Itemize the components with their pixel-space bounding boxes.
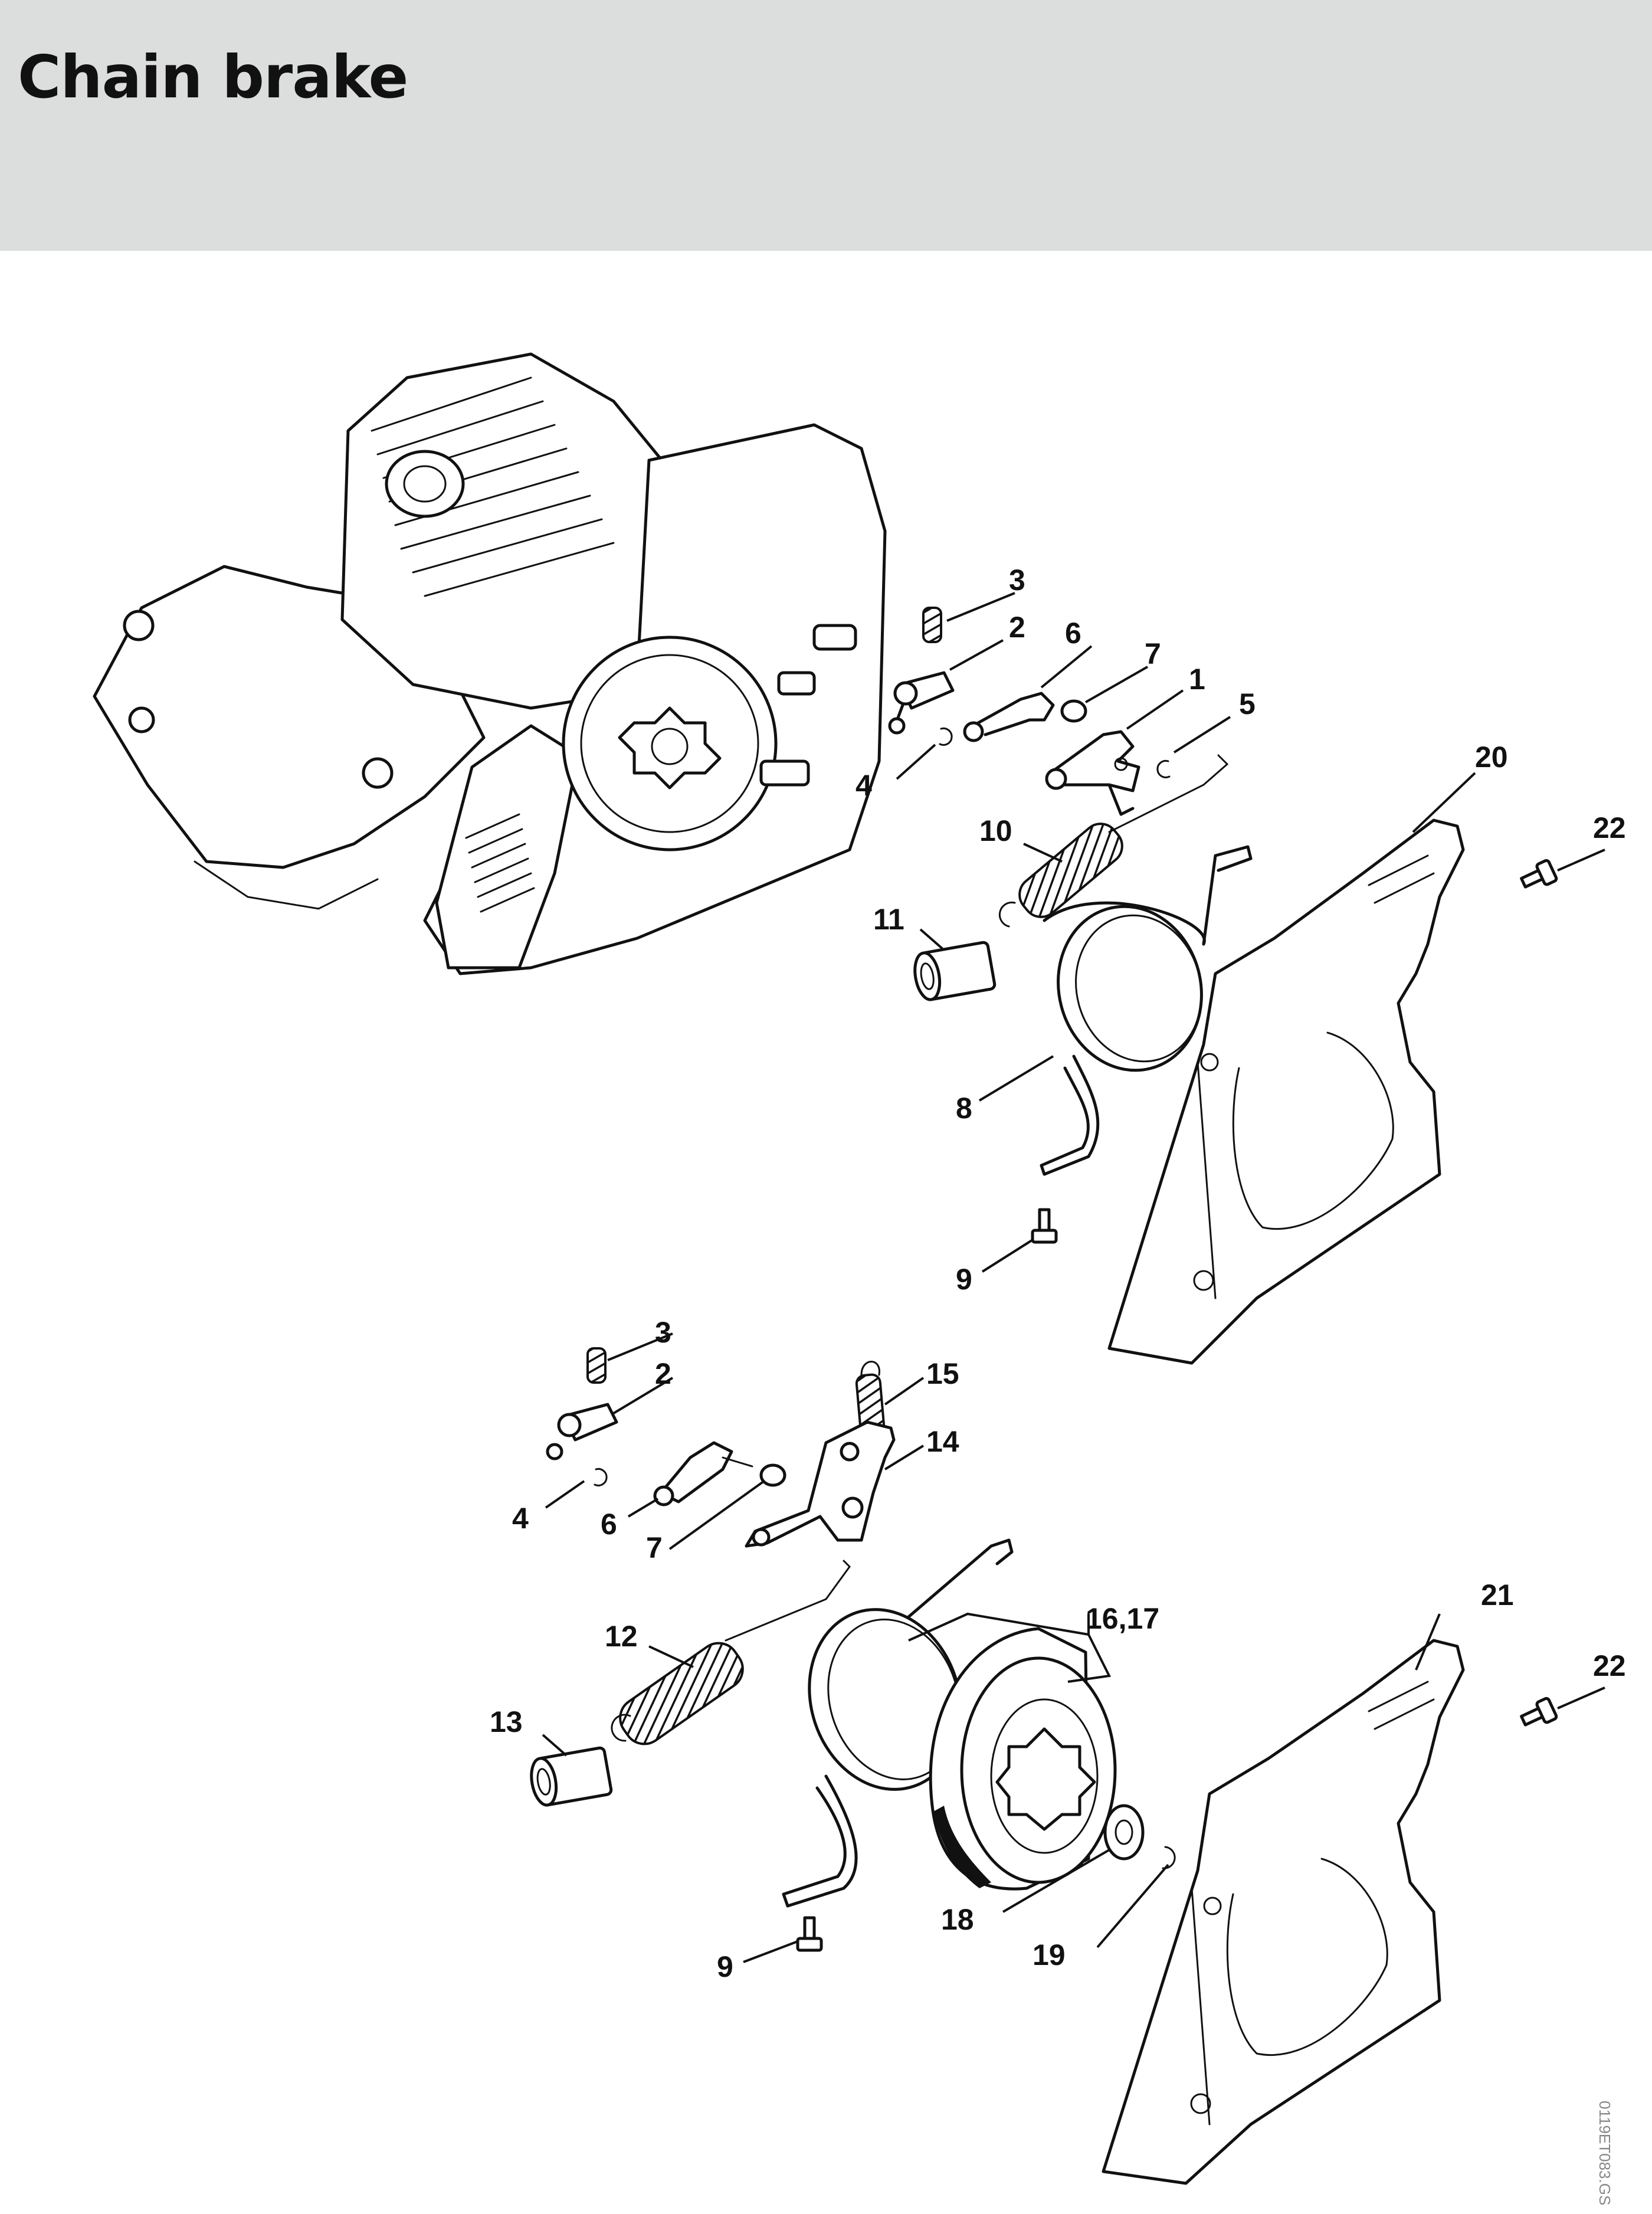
callout-label: 19 <box>1032 1938 1066 1971</box>
callout-labels-bottom: 3 2 15 14 4 6 7 16,17 21 22 12 13 18 19 … <box>490 1316 1626 1983</box>
leader-lines <box>542 592 1605 1963</box>
callout-label: 15 <box>926 1357 959 1390</box>
callout-label: 21 <box>1481 1578 1514 1612</box>
engine-housing-illustration <box>93 352 887 975</box>
page-title: Chain brake <box>18 42 408 112</box>
callout-label: 16,17 <box>1086 1602 1159 1635</box>
callout-label: 1 <box>1189 663 1205 696</box>
callout-label: 11 <box>873 903 904 936</box>
callout-label: 10 <box>979 814 1012 847</box>
callout-label: 14 <box>926 1425 959 1458</box>
callout-label: 9 <box>717 1950 733 1983</box>
callout-label: 20 <box>1475 741 1508 774</box>
callout-label: 2 <box>1009 611 1025 644</box>
callout-label: 7 <box>1145 637 1161 670</box>
callout-label: 4 <box>512 1502 529 1535</box>
callout-label: 4 <box>856 769 872 802</box>
callout-label: 5 <box>1239 687 1256 720</box>
screw-icon <box>1520 859 1558 889</box>
top-chain-brake-parts <box>888 607 1558 1365</box>
figure-code: 0119ET083.GS <box>1596 2101 1614 2206</box>
callout-label: 3 <box>655 1316 671 1349</box>
callout-label: 18 <box>941 1903 974 1936</box>
callout-label: 6 <box>1065 617 1081 650</box>
callout-label: 22 <box>1593 1649 1626 1682</box>
callout-label: 9 <box>956 1263 972 1296</box>
callout-label: 22 <box>1593 811 1626 844</box>
callout-label: 13 <box>490 1705 523 1738</box>
callout-label: 6 <box>601 1508 617 1541</box>
callout-labels-top: 3 2 6 7 1 5 4 20 22 10 11 8 9 <box>856 564 1626 1296</box>
callout-label: 2 <box>655 1357 671 1390</box>
screw-icon <box>1520 1696 1558 1727</box>
screw-icon <box>1031 1208 1058 1244</box>
callout-label: 7 <box>646 1531 663 1564</box>
header-band: Chain brake <box>0 0 1652 251</box>
callout-label: 3 <box>1009 564 1025 597</box>
bottom-chain-brake-parts <box>530 1347 1558 2185</box>
callout-label: 8 <box>956 1092 972 1125</box>
callout-label: 12 <box>605 1620 638 1653</box>
screw-icon <box>796 1916 823 1952</box>
